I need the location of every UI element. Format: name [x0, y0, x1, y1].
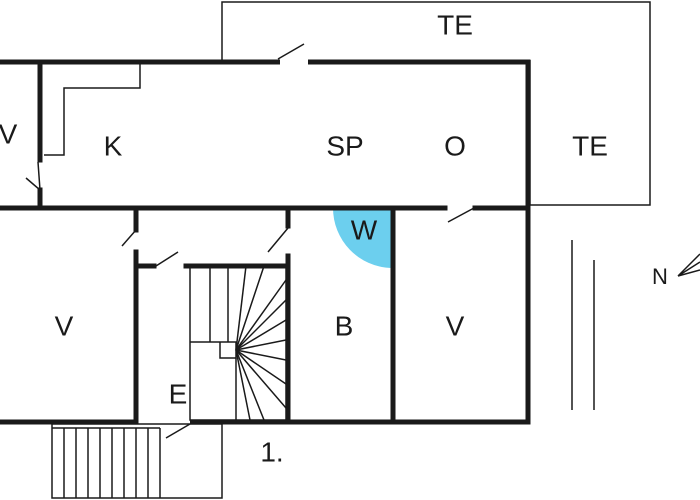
room-label-living: O	[444, 130, 466, 161]
room-label-bath: B	[335, 310, 354, 341]
floor-label: 1.	[260, 436, 283, 467]
door-symbols	[25, 43, 475, 439]
compass: N	[571, 240, 700, 410]
compass-label: N	[652, 264, 668, 289]
room-label-utility: W	[351, 214, 378, 245]
room-label-kitchen: K	[104, 130, 123, 161]
utility-highlight	[332, 208, 391, 268]
interior-walls	[0, 59, 531, 425]
terrace-outline	[221, 1, 651, 206]
entry-steps	[51, 423, 223, 499]
room-label-terrace-top: TE	[437, 9, 473, 40]
room-label-terrace-right: TE	[572, 130, 608, 161]
room-label-v-left: V	[55, 310, 74, 341]
room-label-v-topleft: V	[0, 118, 18, 149]
door-openings	[164, 58, 308, 426]
room-label-entry: E	[169, 378, 188, 409]
compass-arrow-icon	[677, 253, 700, 277]
kitchen-counter	[44, 62, 141, 156]
room-label-dining: SP	[326, 130, 363, 161]
exterior-walls	[0, 59, 531, 425]
staircase	[189, 265, 287, 421]
room-label-v-right: V	[446, 310, 465, 341]
